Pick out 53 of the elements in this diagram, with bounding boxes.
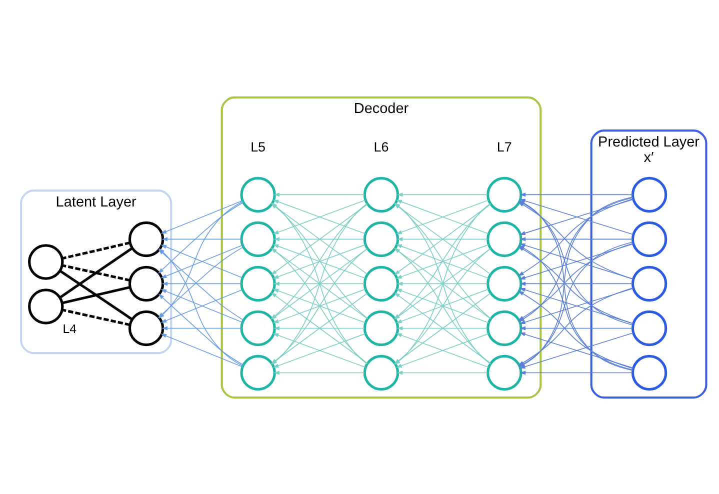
arrow (162, 281, 242, 286)
arrow (274, 192, 365, 196)
node-circle (631, 310, 668, 346)
arrow (272, 244, 366, 278)
arrow (274, 370, 365, 374)
node-circle (486, 265, 522, 302)
arrow (272, 288, 366, 323)
label: L6 (374, 139, 389, 154)
connector (62, 286, 130, 304)
arrow (396, 244, 489, 278)
arrow (274, 326, 365, 330)
node-circle (631, 220, 668, 257)
arrow (396, 236, 488, 241)
node-label: L4 (62, 321, 77, 336)
node-circle (486, 310, 522, 346)
arrow (396, 370, 488, 374)
arrow (520, 236, 634, 241)
arrow (396, 332, 489, 368)
arrow (396, 192, 488, 196)
arrow (272, 332, 366, 368)
node-circle (28, 288, 64, 324)
arrow (162, 236, 242, 241)
arrow (396, 199, 489, 234)
node-circle (28, 244, 64, 280)
arrow (160, 200, 243, 234)
node-circle (486, 176, 522, 212)
node-circle (631, 176, 668, 212)
cluster: Predicted Layer x′ (590, 129, 708, 398)
connector (62, 308, 130, 326)
label: L7 (496, 139, 512, 154)
connector (62, 264, 130, 282)
arrow (520, 281, 634, 286)
node-circle (631, 265, 668, 302)
arrow (396, 288, 489, 323)
arrow (396, 281, 488, 286)
label: L5 (250, 139, 266, 154)
connector (59, 246, 133, 298)
arrow (272, 199, 366, 234)
connector (59, 269, 133, 320)
arrow (160, 288, 243, 322)
arrow (274, 236, 365, 241)
arrow (396, 326, 488, 330)
arrow (162, 326, 242, 330)
connector (62, 241, 130, 260)
arrow (520, 370, 634, 374)
arrow (160, 333, 243, 367)
arrow (520, 192, 634, 196)
arrow (520, 326, 634, 330)
node-circle (631, 354, 668, 390)
arrow (274, 281, 365, 286)
node-circle (486, 354, 522, 390)
arrow (160, 244, 243, 278)
node-circle (486, 220, 522, 257)
